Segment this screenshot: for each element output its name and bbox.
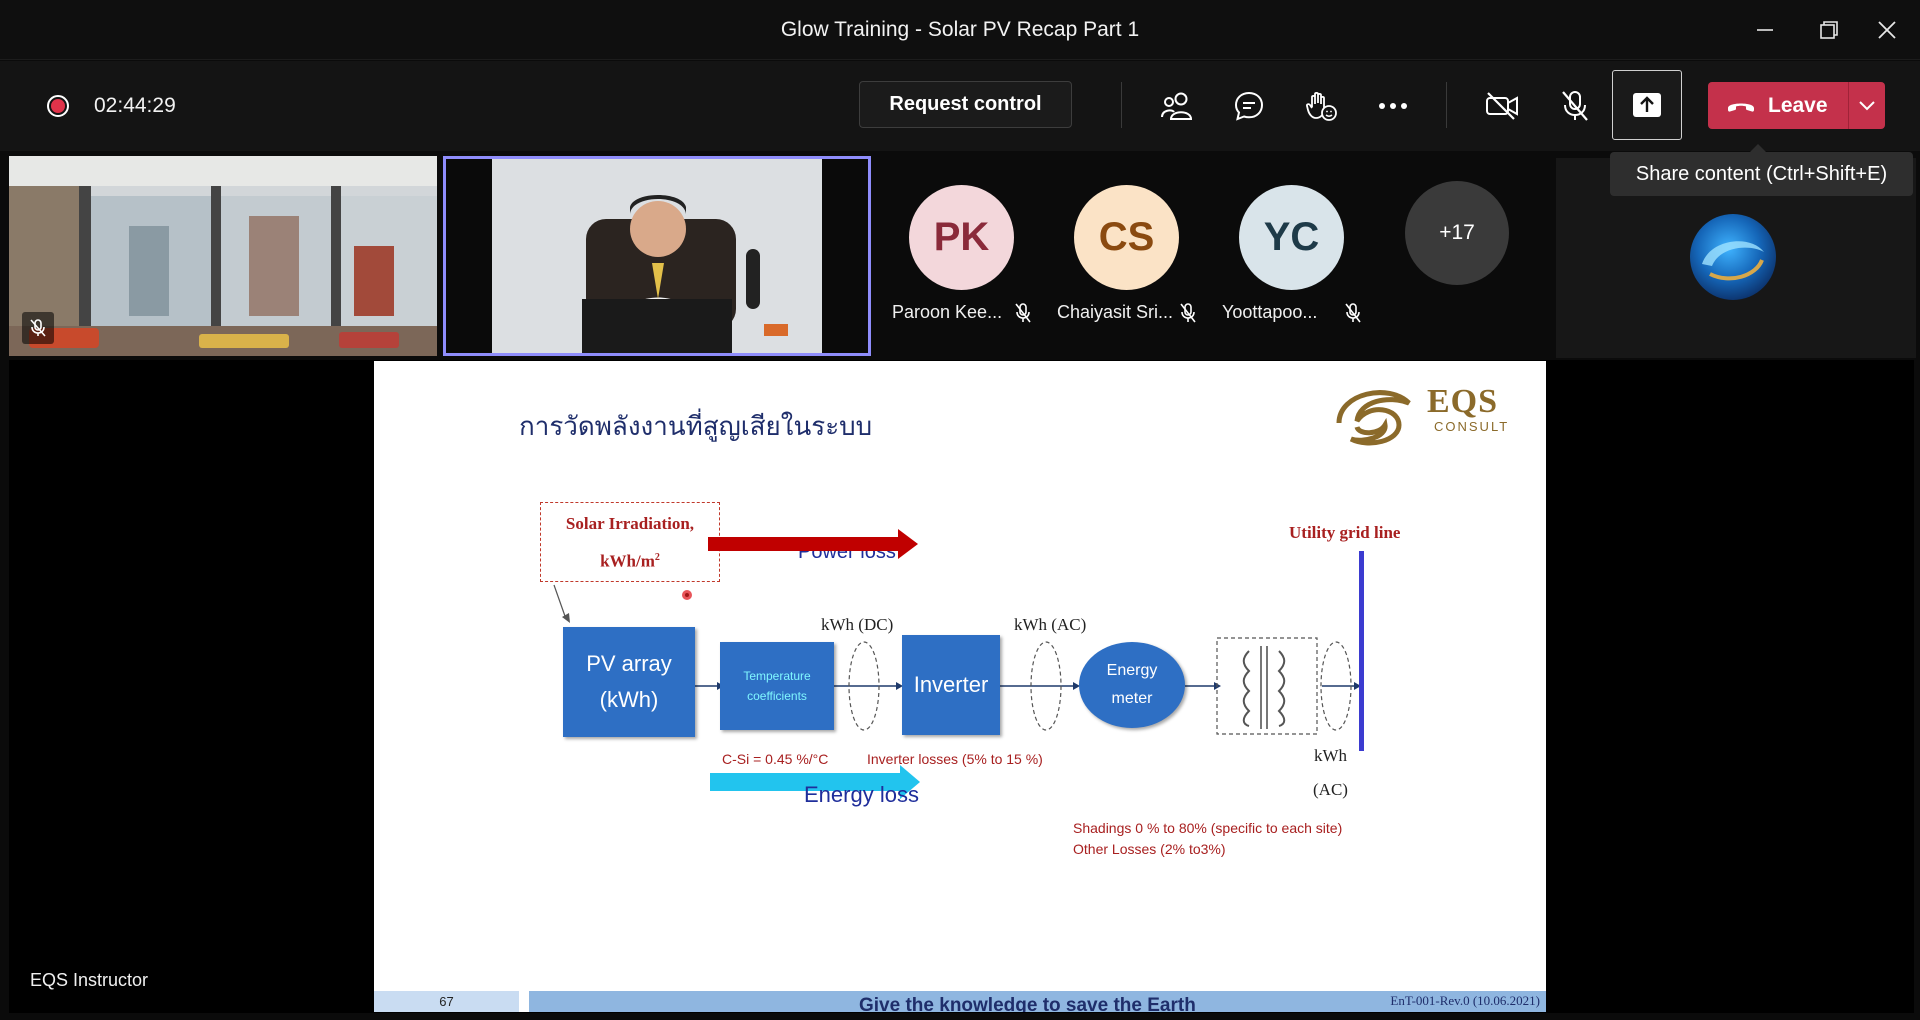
inverter-box: Inverter [902,635,1000,735]
mic-off-icon [1180,303,1196,323]
mic-off-icon [30,319,46,337]
restore-icon [1820,21,1838,39]
restore-button[interactable] [1799,0,1859,60]
mic-off-icon [1015,303,1031,323]
shadings-note: Shadings 0 % to 80% (specific to each si… [1073,820,1343,836]
eqs-logo-icon [1336,390,1411,446]
inverter-losses-note: Inverter losses (5% to 15 %) [867,751,1043,767]
footer-document-code: EnT-001-Rev.0 (10.06.2021) [1390,993,1540,1008]
chat-button[interactable] [1224,81,1274,131]
minimize-button[interactable] [1735,0,1795,60]
leave-main-button[interactable]: Leave [1708,82,1848,129]
office-video-feed [9,156,437,356]
participant-name: Chaiyasit Sri... [1057,302,1174,322]
more-participants-button[interactable]: +17 [1405,181,1509,285]
close-window-button[interactable] [1857,0,1917,60]
diagram-connectors [553,529,1364,799]
eqs-logo-icon [1702,241,1764,281]
presenter-video-feed [446,159,868,353]
request-control-button[interactable]: Request control [859,81,1072,128]
camera-off-icon [1486,92,1518,120]
share-icon [1633,93,1661,117]
people-icon [1161,92,1193,120]
other-losses-list: Shadings 0 % to 80% (specific to each si… [1073,818,1342,860]
kwh-ac-label: kWh (AC) [1014,615,1087,634]
react-icon [1306,91,1337,121]
participant-video-tile[interactable] [9,156,437,356]
slide-page-number: 67 [374,991,519,1012]
mic-off-icon [1345,303,1361,323]
slide-footer: 67 Give the knowledge to save the Earth … [374,991,1546,1012]
utility-grid-label: Utility grid line [1289,523,1401,542]
other-losses-note: Other Losses (2% to3%) [1073,841,1226,857]
window-titlebar: Glow Training - Solar PV Recap Part 1 [0,0,1920,60]
record-icon [47,95,69,117]
microphone-button[interactable] [1550,81,1600,131]
leave-button[interactable]: Leave [1708,82,1885,129]
participant-muted-badge [22,312,54,344]
irradiation-unit: kWh/m2 [600,551,660,571]
share-content-tooltip: Share content (Ctrl+Shift+E) [1610,144,1913,196]
presenter-name-label: EQS Instructor [30,970,149,990]
csi-coefficient-note: C-Si = 0.45 %/°C [722,751,829,767]
leave-label: Leave [1768,93,1828,117]
phone-icon [1728,103,1754,112]
participant-avatar[interactable]: PK [909,185,1014,290]
energy-loss-label: Energy loss [804,782,919,807]
leave-options-button[interactable] [1849,82,1885,129]
participant-avatar[interactable]: YC [1239,185,1344,290]
chevron-down-icon [1859,100,1875,110]
participant-name: Yoottapoo... [1222,302,1318,322]
footer-band: Give the knowledge to save the Earth EnT… [529,991,1546,1012]
irradiation-label: Solar Irradiation, [565,514,695,533]
presenter-video-tile[interactable] [443,156,871,356]
participant-name: Paroon Kee... [892,302,1003,322]
eqs-avatar [1690,214,1776,300]
more-icon [1379,103,1407,109]
leave-divider [1848,82,1849,129]
minimize-icon [1757,29,1773,31]
toolbar-divider [1446,82,1447,128]
toolbar-divider [1121,82,1122,128]
kwh-grid-label: kWh(AC) [1313,746,1348,799]
slide-title: การวัดพลังงานที่สูญเสียในระบบ [519,412,873,442]
camera-button[interactable] [1477,81,1527,131]
meeting-timer: 02:44:29 [94,94,176,117]
footer-slogan: Give the knowledge to save the Earth [859,995,1196,1012]
react-button[interactable] [1296,81,1346,131]
close-icon [1878,21,1896,39]
logo-text: EQS [1427,383,1499,420]
shared-slide: การวัดพลังงานที่สูญเสียในระบบ EQS CONSUL… [374,361,1546,1012]
share-content-button[interactable] [1612,70,1682,140]
pv-array-box: PV array(kWh) [563,627,695,737]
chat-icon [1234,91,1264,121]
participant-avatar[interactable]: CS [1074,185,1179,290]
more-actions-button[interactable] [1368,81,1418,131]
participants-button[interactable] [1152,81,1202,131]
window-title: Glow Training - Solar PV Recap Part 1 [780,17,1140,41]
logo-subtext: CONSULT [1434,419,1510,434]
kwh-dc-label: kWh (DC) [821,615,894,634]
mic-off-icon [1562,91,1588,121]
